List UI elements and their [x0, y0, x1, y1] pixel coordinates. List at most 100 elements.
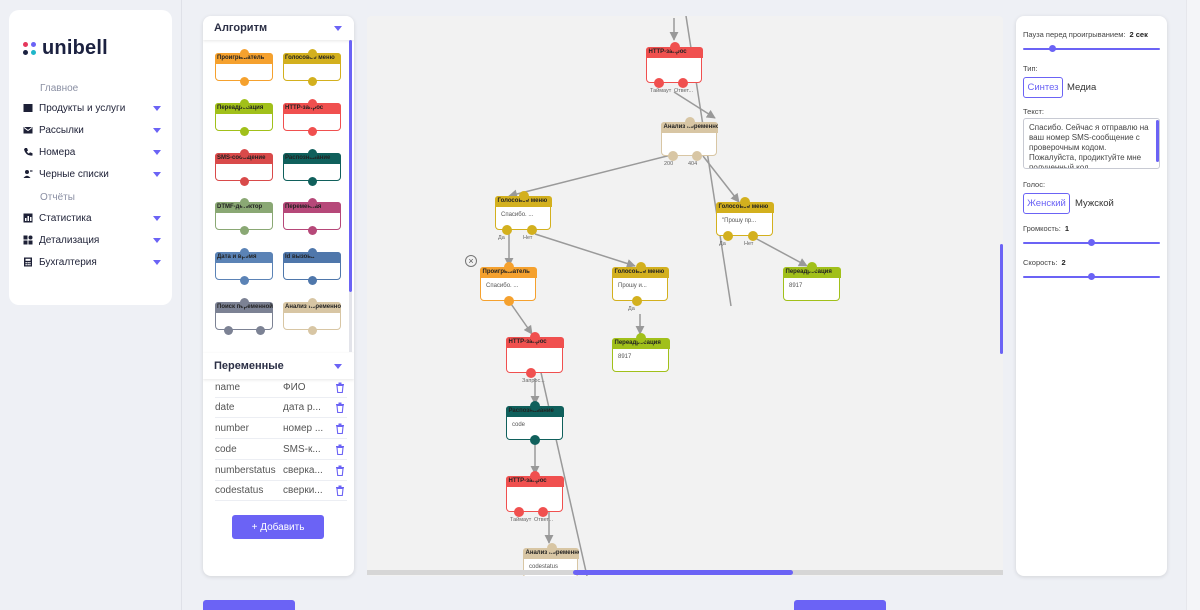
- output-port[interactable]: [504, 296, 514, 306]
- output-port[interactable]: [632, 296, 642, 306]
- bottom-left-button[interactable]: [203, 600, 295, 610]
- trash-icon[interactable]: [335, 402, 345, 414]
- input-port[interactable]: [240, 99, 249, 108]
- output-port[interactable]: [256, 326, 265, 335]
- voice-female-button[interactable]: Женский: [1023, 193, 1070, 214]
- output-port[interactable]: [748, 231, 758, 241]
- output-port[interactable]: [668, 151, 678, 161]
- output-port[interactable]: [224, 326, 233, 335]
- output-port[interactable]: [692, 151, 702, 161]
- output-port[interactable]: [308, 177, 317, 186]
- bottom-right-button[interactable]: [794, 600, 886, 610]
- text-scrollbar[interactable]: [1156, 120, 1159, 162]
- output-port[interactable]: [308, 326, 317, 335]
- input-port[interactable]: [308, 298, 317, 307]
- palette-scrollbar[interactable]: [349, 40, 352, 292]
- input-port[interactable]: [530, 332, 540, 342]
- trash-icon[interactable]: [335, 485, 345, 497]
- output-port[interactable]: [240, 226, 249, 235]
- output-port[interactable]: [527, 225, 537, 235]
- output-port[interactable]: [723, 231, 733, 241]
- input-port[interactable]: [670, 42, 680, 52]
- sidebar-item-statistics[interactable]: Статистика: [23, 210, 161, 226]
- palette-block-dtmf[interactable]: DTMF-детектор: [215, 198, 273, 235]
- input-port[interactable]: [240, 198, 249, 207]
- variables-header[interactable]: Переменные: [203, 353, 354, 379]
- input-port[interactable]: [308, 49, 317, 58]
- sidebar-item-details[interactable]: Детализация: [23, 232, 161, 248]
- input-port[interactable]: [530, 471, 540, 481]
- pause-slider[interactable]: [1023, 45, 1160, 52]
- output-port[interactable]: [654, 78, 664, 88]
- output-port[interactable]: [240, 127, 249, 136]
- output-port[interactable]: [526, 368, 536, 378]
- input-port[interactable]: [807, 262, 817, 272]
- tts-text-field[interactable]: Спасибо. Сейчас я отправлю на ваш номер …: [1023, 118, 1160, 169]
- speed-slider[interactable]: [1023, 273, 1160, 280]
- input-port[interactable]: [308, 248, 317, 257]
- chevron-down-icon[interactable]: [334, 26, 342, 31]
- trash-icon[interactable]: [335, 382, 345, 394]
- input-port[interactable]: [240, 49, 249, 58]
- output-port[interactable]: [240, 276, 249, 285]
- palette-block-analyze-variable[interactable]: Анализ переменной: [283, 298, 341, 335]
- flow-node-analyze-variable[interactable]: Анализ переменной200404: [660, 117, 718, 167]
- output-port[interactable]: [240, 77, 249, 86]
- input-port[interactable]: [636, 333, 646, 343]
- input-port[interactable]: [519, 191, 529, 201]
- chevron-down-icon[interactable]: [153, 149, 161, 155]
- output-port[interactable]: [308, 226, 317, 235]
- slider-knob[interactable]: [1049, 45, 1056, 52]
- input-port[interactable]: [636, 262, 646, 272]
- palette-block-datetime[interactable]: Дата и время: [215, 248, 273, 285]
- palette-block-recognition[interactable]: Распознавание: [283, 149, 341, 186]
- chevron-down-icon[interactable]: [334, 364, 342, 369]
- input-port[interactable]: [504, 262, 514, 272]
- output-port[interactable]: [514, 507, 524, 517]
- sidebar-item-products[interactable]: Продукты и услуги: [23, 100, 161, 116]
- sidebar-item-numbers[interactable]: Номера: [23, 144, 161, 160]
- input-port[interactable]: [530, 401, 540, 411]
- palette-block-call-id[interactable]: Id вызова: [283, 248, 341, 285]
- voice-male-button[interactable]: Мужской: [1075, 198, 1114, 209]
- chevron-down-icon[interactable]: [153, 127, 161, 133]
- palette-block-find-variable[interactable]: Поиск переменной: [215, 298, 273, 335]
- flow-node-player[interactable]: ПроигрывательСпасибо. ...: [479, 262, 537, 306]
- palette-block-http-request[interactable]: HTTP-запрос: [283, 99, 341, 136]
- output-port[interactable]: [308, 77, 317, 86]
- output-port[interactable]: [538, 507, 548, 517]
- add-variable-button[interactable]: + Добавить: [232, 515, 324, 539]
- chevron-down-icon[interactable]: [153, 171, 161, 177]
- input-port[interactable]: [240, 248, 249, 257]
- sidebar-item-accounting[interactable]: Бухгалтерия: [23, 254, 161, 270]
- canvas-v-scrollbar[interactable]: [1000, 244, 1003, 354]
- input-port[interactable]: [308, 149, 317, 158]
- volume-slider[interactable]: [1023, 239, 1160, 246]
- chevron-down-icon[interactable]: [153, 237, 161, 243]
- output-port[interactable]: [308, 276, 317, 285]
- chevron-down-icon[interactable]: [153, 105, 161, 111]
- palette-block-redirect[interactable]: Переадресация: [215, 99, 273, 136]
- input-port[interactable]: [547, 543, 557, 553]
- trash-icon[interactable]: [335, 423, 345, 435]
- slider-knob[interactable]: [1088, 273, 1095, 280]
- canvas-h-scrollbar[interactable]: [573, 570, 793, 575]
- input-port[interactable]: [308, 198, 317, 207]
- input-port[interactable]: [740, 197, 750, 207]
- input-port[interactable]: [685, 117, 695, 127]
- input-port[interactable]: [240, 149, 249, 158]
- chevron-down-icon[interactable]: [153, 259, 161, 265]
